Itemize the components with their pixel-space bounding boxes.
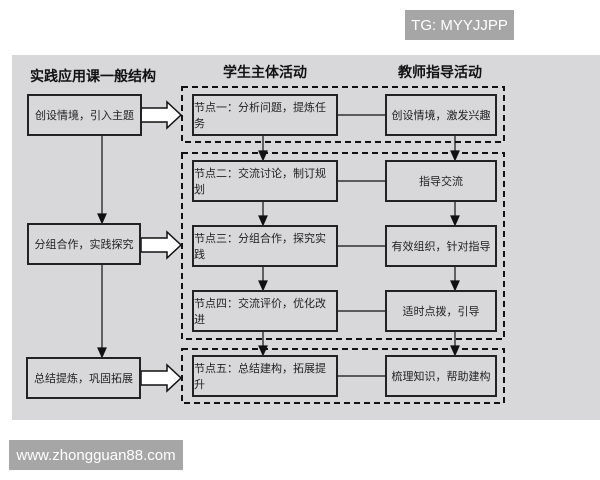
student-node-3: 节点三：分组合作，探究实践 bbox=[192, 225, 338, 267]
teacher-node-5: 梳理知识，帮助建构 bbox=[385, 355, 497, 397]
student-node-2: 节点二：交流讨论，制订规划 bbox=[192, 160, 338, 202]
watermark-bottom: www.zhongguan88.com bbox=[9, 440, 183, 470]
group-1-dashed bbox=[181, 86, 505, 143]
structure-title: 实践应用课一般结构 bbox=[30, 69, 156, 85]
hollow-arrows bbox=[140, 100, 183, 393]
student-header: 学生主体活动 bbox=[223, 65, 307, 81]
watermark-top: TG: MYYJJPP bbox=[405, 10, 514, 40]
vertical-arrows bbox=[258, 135, 460, 357]
horizontal-links bbox=[337, 114, 385, 377]
structure-step-2: 分组合作，实践探究 bbox=[27, 223, 141, 265]
structure-step-3: 总结提炼，巩固拓展 bbox=[26, 357, 141, 399]
structure-step-1: 创设情境，引入主题 bbox=[27, 94, 142, 136]
student-node-1: 节点一：分析问题，提炼任务 bbox=[192, 94, 338, 136]
student-node-5: 节点五：总结建构，拓展提升 bbox=[192, 355, 338, 397]
teacher-node-4: 适时点拨，引导 bbox=[385, 290, 497, 332]
teacher-node-3: 有效组织，针对指导 bbox=[385, 225, 497, 267]
group-2-dashed bbox=[181, 152, 505, 340]
teacher-node-2: 指导交流 bbox=[385, 160, 497, 202]
student-node-4: 节点四：交流评价，优化改进 bbox=[192, 290, 338, 332]
teacher-header: 教师指导活动 bbox=[398, 65, 482, 81]
group-3-dashed bbox=[181, 348, 505, 404]
teacher-node-1: 创设情境，激发兴趣 bbox=[385, 94, 497, 136]
